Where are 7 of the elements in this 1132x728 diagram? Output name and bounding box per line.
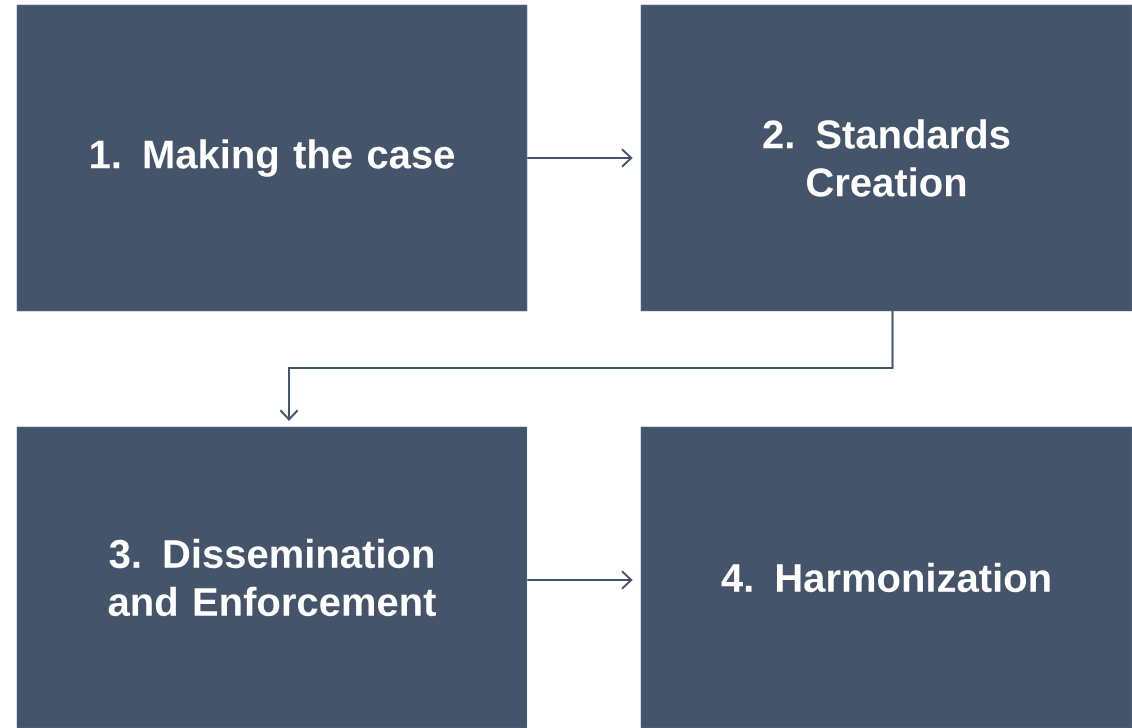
process-box: 4. Harmonization bbox=[640, 426, 1132, 728]
arrow bbox=[526, 148, 633, 168]
arrow bbox=[279, 310, 894, 421]
process-box: 1. Making the case bbox=[16, 4, 528, 312]
arrow bbox=[526, 570, 633, 590]
process-box: 3. Dissemination and Enforcement bbox=[16, 426, 528, 728]
process-box: 2. Standards Creation bbox=[640, 4, 1132, 312]
